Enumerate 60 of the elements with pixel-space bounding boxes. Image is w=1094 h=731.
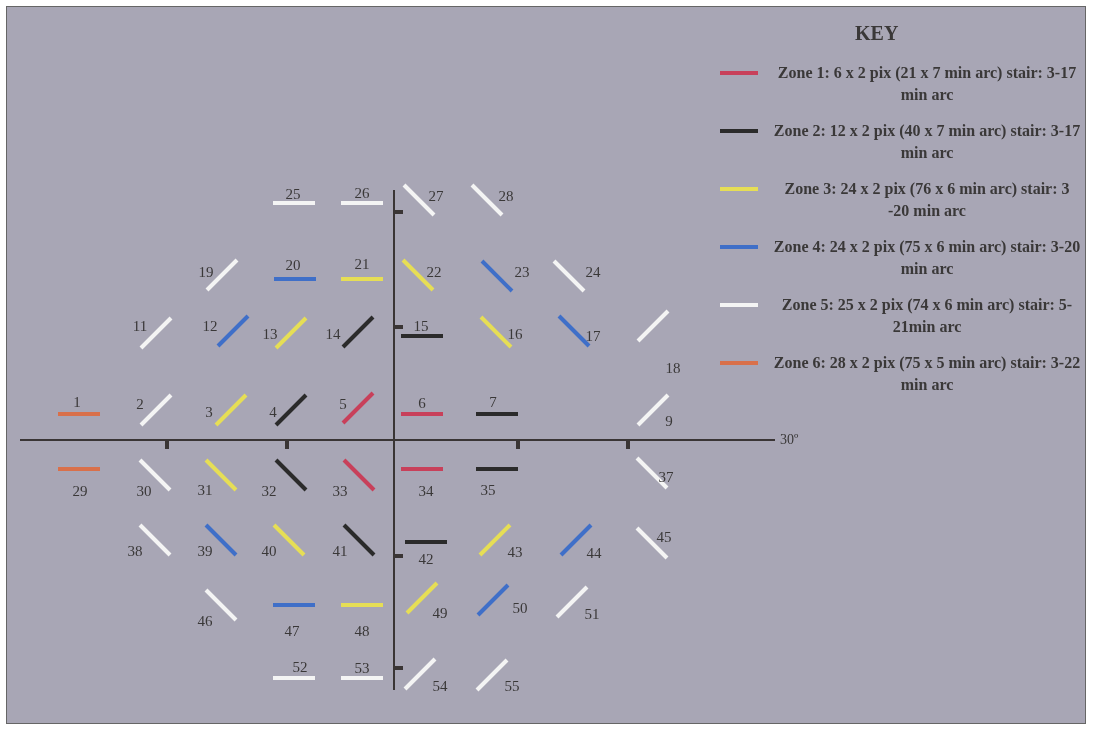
stimulus-number: 12 bbox=[202, 317, 218, 335]
stimulus-number: 24 bbox=[585, 263, 601, 281]
stimulus-number: 53 bbox=[354, 659, 370, 677]
stimulus-number: 23 bbox=[514, 263, 530, 281]
stimulus-number: 35 bbox=[480, 481, 496, 499]
stimulus-number: 30 bbox=[136, 482, 152, 500]
stimulus-number: 7 bbox=[489, 393, 497, 411]
legend-entry: Zone 4: 24 x 2 pix (75 x 6 min arc) stair: 3-20 min arc bbox=[772, 237, 1082, 279]
stimulus-number: 42 bbox=[418, 550, 434, 568]
stimulus-number: 15 bbox=[413, 317, 429, 335]
stimulus-number: 40 bbox=[261, 542, 277, 560]
stimulus-number: 20 bbox=[285, 256, 301, 274]
stimulus-number: 44 bbox=[586, 544, 602, 562]
stimulus-number: 39 bbox=[197, 542, 213, 560]
stimulus-number: 6 bbox=[418, 394, 426, 412]
stimulus-number: 54 bbox=[432, 677, 448, 695]
stimulus-number: 55 bbox=[504, 677, 520, 695]
stimulus-number: 25 bbox=[285, 185, 301, 203]
stimulus-number: 48 bbox=[354, 622, 370, 640]
stimulus-number: 4 bbox=[269, 403, 277, 421]
stimulus-number: 11 bbox=[132, 317, 148, 335]
stimulus-number: 38 bbox=[127, 542, 143, 560]
stimulus-number: 21 bbox=[354, 255, 370, 273]
stimulus-number: 17 bbox=[585, 327, 601, 345]
stimulus-number: 46 bbox=[197, 612, 213, 630]
stimulus-number: 49 bbox=[432, 604, 448, 622]
stimulus-number: 33 bbox=[332, 482, 348, 500]
axis-label: 30º bbox=[780, 432, 799, 448]
stimulus-number: 50 bbox=[512, 599, 528, 617]
stimulus-number: 14 bbox=[325, 325, 341, 343]
stimulus-number: 51 bbox=[584, 605, 600, 623]
stimulus-number: 43 bbox=[507, 543, 523, 561]
stimulus-number: 52 bbox=[292, 658, 308, 676]
stimulus-number: 28 bbox=[498, 187, 514, 205]
stimulus-number: 18 bbox=[665, 359, 681, 377]
legend-title: KEY bbox=[855, 22, 899, 45]
stimulus-number: 32 bbox=[261, 482, 277, 500]
stimulus-number: 31 bbox=[197, 481, 213, 499]
stimulus-number: 13 bbox=[262, 325, 278, 343]
stimulus-number: 2 bbox=[136, 395, 144, 413]
stimulus-number: 45 bbox=[656, 528, 672, 546]
legend-entry: Zone 2: 12 x 2 pix (40 x 7 min arc) stair: 3-17 min arc bbox=[772, 121, 1082, 163]
stimulus-number: 1 bbox=[73, 393, 81, 411]
legend-entry: Zone 5: 25 x 2 pix (74 x 6 min arc) stair: 5-21min arc bbox=[780, 295, 1074, 337]
stimulus-number: 16 bbox=[507, 325, 523, 343]
legend-entry: Zone 6: 28 x 2 pix (75 x 5 min arc) stair: 3-22 min arc bbox=[772, 353, 1082, 395]
legend-entry: Zone 3: 24 x 2 pix (76 x 6 min arc) stair: 3 -20 min arc bbox=[783, 179, 1071, 221]
stimulus-number: 34 bbox=[418, 482, 434, 500]
legend-entry: Zone 1: 6 x 2 pix (21 x 7 min arc) stair: 3-17 min arc bbox=[776, 63, 1078, 105]
stimulus-number: 5 bbox=[339, 395, 347, 413]
stimulus-number: 29 bbox=[72, 482, 88, 500]
stimulus-number: 47 bbox=[284, 622, 300, 640]
stimulus-number: 19 bbox=[198, 263, 214, 281]
stimulus-number: 3 bbox=[205, 403, 213, 421]
stimulus-number: 9 bbox=[665, 412, 673, 430]
stimulus-number: 41 bbox=[332, 542, 348, 560]
stimulus-number: 26 bbox=[354, 184, 370, 202]
stimulus-number: 22 bbox=[426, 263, 442, 281]
stimulus-number: 27 bbox=[428, 187, 444, 205]
stimulus-number: 37 bbox=[658, 468, 674, 486]
